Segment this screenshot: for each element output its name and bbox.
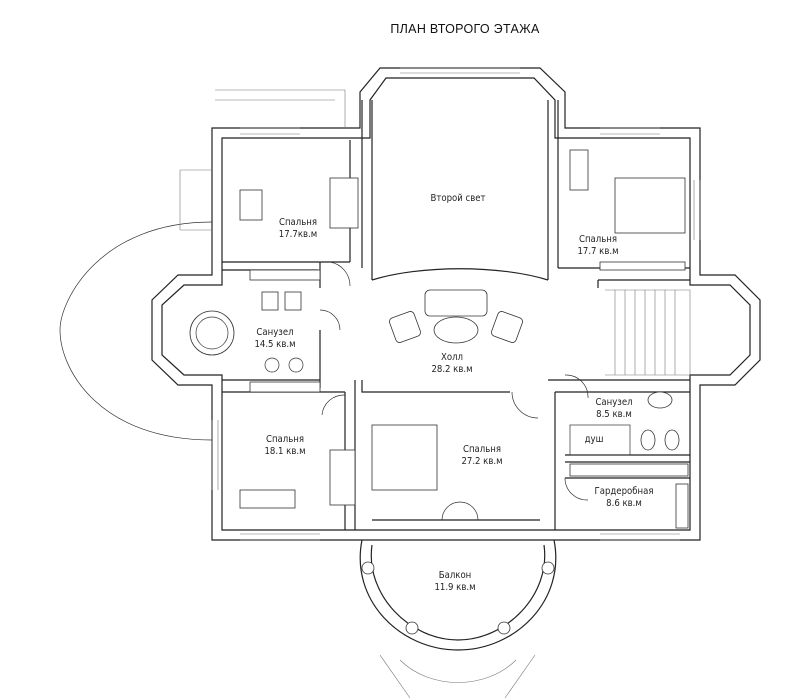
stairs xyxy=(179,89,691,376)
balcony-area: 11.9 кв.м xyxy=(434,582,476,593)
bedroom-master-label: Спальня 27.2 кв.м xyxy=(461,444,502,468)
balcony-label: Балкон 11.9 кв.м xyxy=(434,570,475,594)
bathroom-w-name: Санузел xyxy=(256,327,294,338)
hall-lounge xyxy=(389,289,523,344)
bedroom-ne-label: Спальня 17.7 кв.м xyxy=(577,234,618,258)
second-light-name: Второй свет xyxy=(430,193,486,204)
bathroom-e-name: Санузел xyxy=(595,397,633,408)
wardrobe-name: Гардеробная xyxy=(594,486,654,497)
hall-name: Холл xyxy=(440,352,464,363)
second-light-label: Второй свет xyxy=(431,193,486,205)
desks xyxy=(239,149,589,509)
bedroom-sw-name: Спальня xyxy=(265,434,305,445)
shower-label: душ xyxy=(585,434,604,446)
bedroom-nw-name: Спальня xyxy=(278,217,318,228)
bathroom-e-label: Санузел 8.5 кв.м xyxy=(595,397,632,421)
bedroom-ne-name: Спальня xyxy=(578,234,618,245)
balcony-name: Балкон xyxy=(438,570,472,581)
hall-label: Холл 28.2 кв.м xyxy=(431,352,472,376)
wardrobe-label: Гардеробная 8.6 кв.м xyxy=(595,486,654,510)
bedroom-master-name: Спальня xyxy=(462,444,502,455)
bathroom-e-area: 8.5 кв.м xyxy=(596,409,632,420)
plan-title: ПЛАН ВТОРОГО ЭТАЖА xyxy=(390,22,540,36)
door-swings xyxy=(319,261,589,521)
bedroom-master-area: 27.2 кв.м xyxy=(461,456,503,467)
bathroom-w-label: Санузел 14.5 кв.м xyxy=(254,327,295,351)
beds xyxy=(329,177,686,506)
wardrobes xyxy=(249,261,689,529)
interior-walls xyxy=(222,100,690,530)
west-bay xyxy=(59,221,304,441)
hall-area: 28.2 кв.м xyxy=(431,364,473,375)
bedroom-sw-label: Спальня 18.1 кв.м xyxy=(264,434,305,458)
bedroom-nw-label: Спальня 17.7кв.м xyxy=(279,217,317,241)
bathroom-e-fixtures xyxy=(569,391,680,456)
bedroom-nw-area: 17.7кв.м xyxy=(278,229,318,240)
wardrobe-area: 8.6 кв.м xyxy=(606,498,642,509)
balcony xyxy=(359,539,557,699)
bedroom-ne-area: 17.7 кв.м xyxy=(577,246,619,257)
windows xyxy=(211,67,701,541)
bathroom-w-area: 14.5 кв.м xyxy=(254,339,296,350)
shower-name: душ xyxy=(584,434,604,445)
bedroom-sw-area: 18.1 кв.м xyxy=(264,446,306,457)
